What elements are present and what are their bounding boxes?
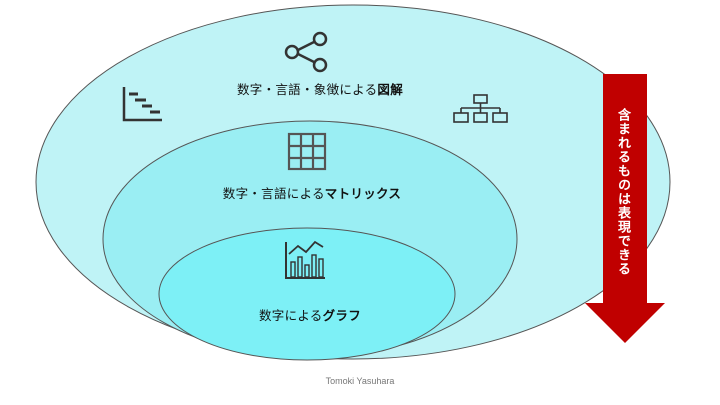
bar-line-chart-icon — [285, 240, 325, 279]
middle-level-label: 数字・言語によるマトリックス — [222, 186, 402, 201]
grid-table-icon — [287, 132, 327, 171]
share-network-icon — [284, 31, 328, 73]
credit-text: Tomoki Yasuhara — [325, 376, 395, 386]
org-chart-icon — [453, 94, 508, 123]
inner-ellipse — [158, 227, 456, 361]
outer-level-label: 数字・言語・象徴による図解 — [236, 82, 404, 97]
gantt-chart-icon — [122, 87, 162, 122]
arrow-label: 含まれるものは表現できる — [615, 108, 630, 276]
inner-level-label: 数字によるグラフ — [258, 308, 362, 323]
down-arrow-shape — [585, 74, 665, 343]
